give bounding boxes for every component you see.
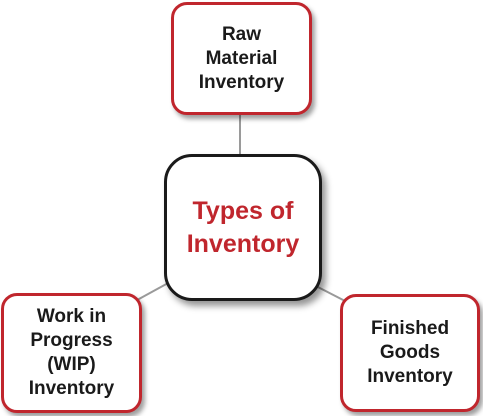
center-line-2: Inventory [186,229,300,258]
types-of-inventory-box: Types of Inventory [164,154,322,301]
wip-line-3: (WIP) [47,354,96,375]
raw-material-inventory-box: Raw Material Inventory [171,2,312,115]
center-line-1: Types of [192,196,294,225]
wip-line-2: Progress [30,330,113,351]
raw-line-2: Material [205,47,278,69]
wip-inventory-box: Work in Progress (WIP) Inventory [1,293,142,413]
raw-line-1: Raw [221,23,262,45]
finished-line-3: Inventory [367,366,453,387]
finished-line-2: Goods [379,342,441,363]
finished-line-1: Finished [370,318,450,339]
raw-line-3: Inventory [198,71,285,93]
wip-line-4: Inventory [28,378,115,399]
finished-goods-inventory-box: Finished Goods Inventory [340,294,480,412]
wip-line-1: Work in [36,306,107,327]
